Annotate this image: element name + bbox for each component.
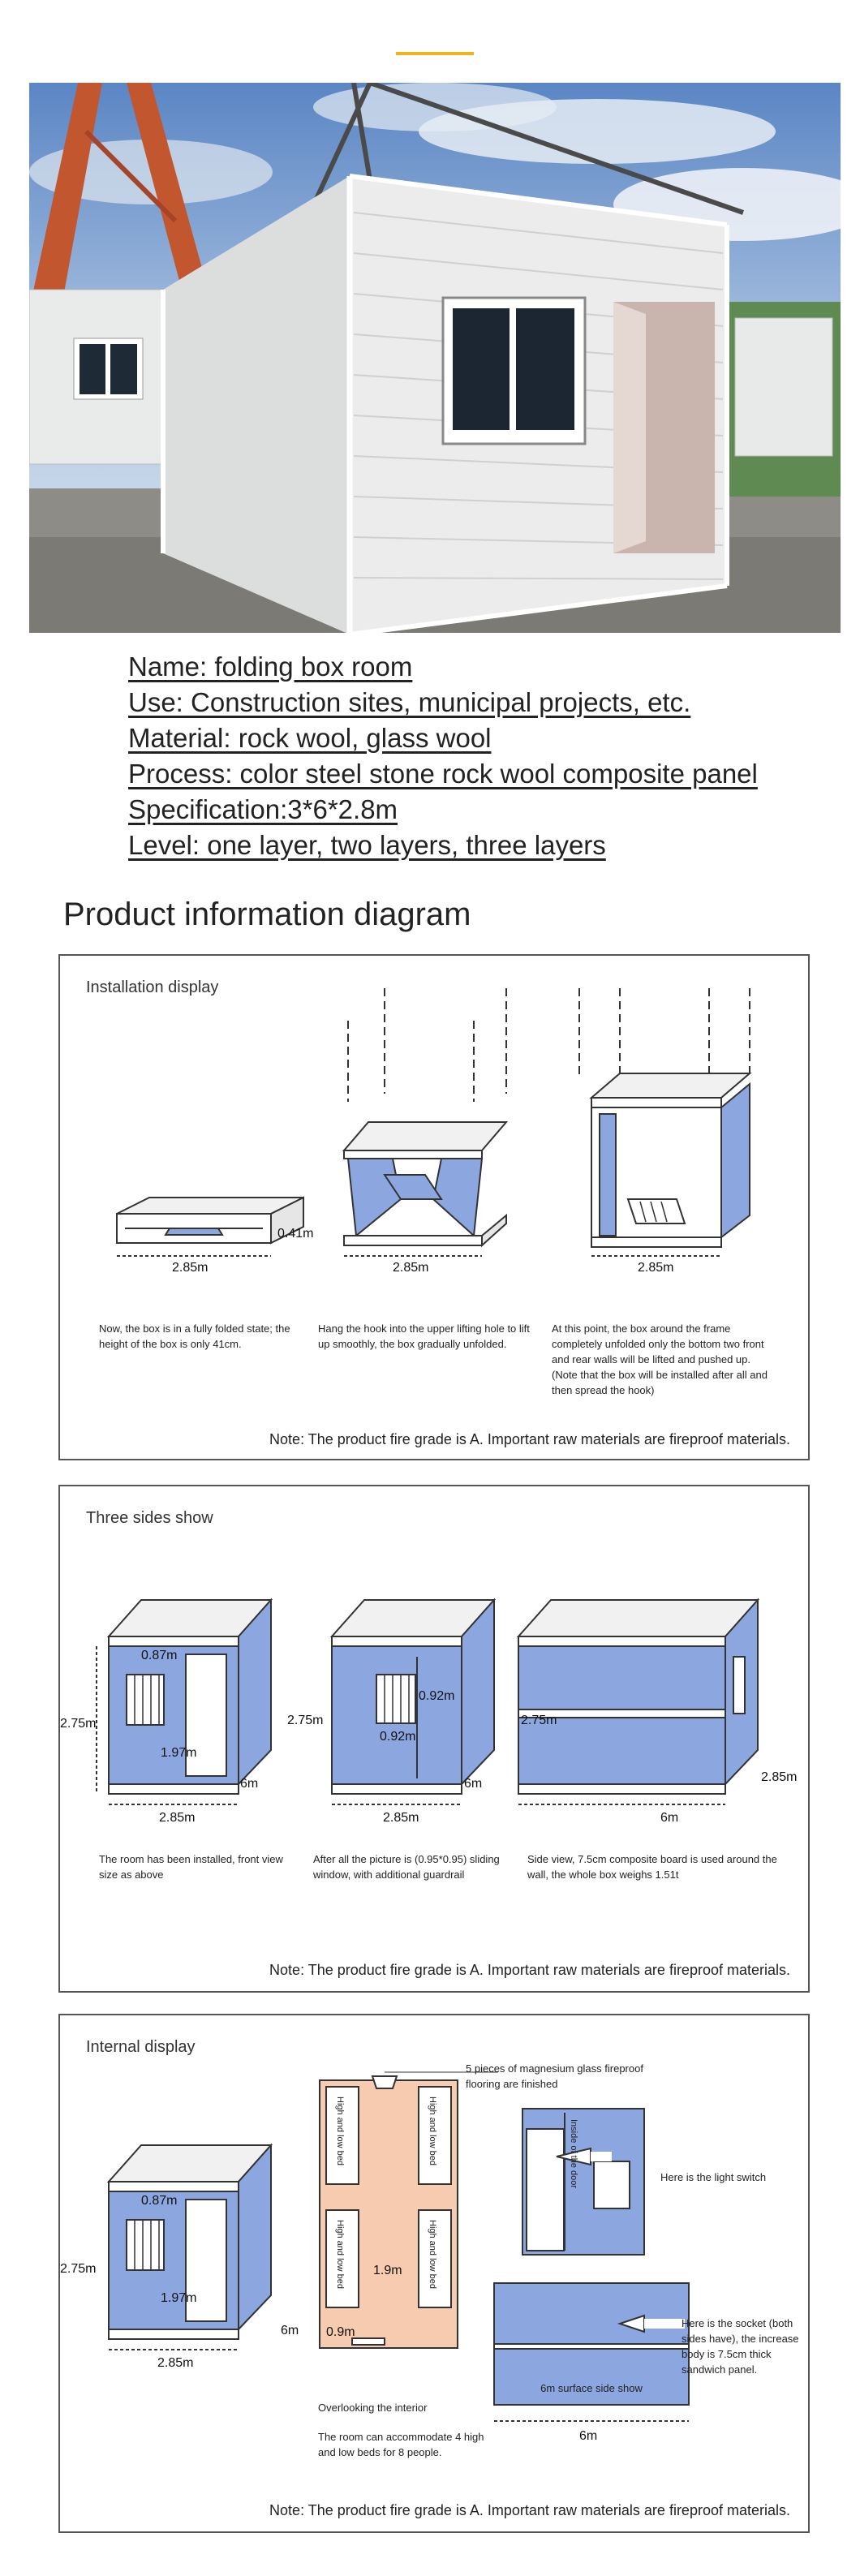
len-dim-1: 2.85m: [172, 1261, 209, 1275]
svg-text:High and low bed: High and low bed: [428, 2096, 437, 2165]
floor-note: 5 pieces of magnesium glass fireproof fl…: [466, 2062, 643, 2090]
width-285-dim-2: 2.85m: [383, 1811, 419, 1825]
spec-list: Name: folding box room Use: Construction…: [128, 649, 758, 863]
accent-divider: [396, 52, 474, 55]
window-092-dim-1: 0.92m: [419, 1689, 455, 1703]
diagram-heading: Product information diagram: [63, 897, 471, 932]
int-width-087-dim: 0.87m: [141, 2194, 178, 2208]
three-sides-caption-1: The room has been installed, front view …: [99, 1853, 283, 1881]
light-switch-label: Here is the light switch: [660, 2171, 767, 2183]
len-dim-3: 2.85m: [638, 1261, 674, 1275]
int-depth-6-dim: 6m: [281, 2324, 299, 2337]
height-197-dim: 1.97m: [161, 1746, 197, 1760]
accommodate-label: The room can accommodate 4 high and low …: [318, 2431, 484, 2458]
spec-material: Material: rock wool, glass wool: [128, 723, 492, 753]
window-092-dim-2: 0.92m: [380, 1730, 416, 1744]
width-285-dim-1: 2.85m: [159, 1811, 196, 1825]
installation-caption-3: At this point, the box around the frame …: [552, 1322, 768, 1396]
int-height-275-dim: 2.75m: [60, 2262, 97, 2276]
svg-text:High and low bed: High and low bed: [335, 2220, 345, 2289]
fire-grade-note-2: Note: The product fire grade is A. Impor…: [269, 1962, 790, 1978]
height-275-dim-1: 2.75m: [60, 1717, 97, 1731]
fire-grade-note-3: Note: The product fire grade is A. Impor…: [269, 2502, 790, 2518]
installation-panel: Installation display: [58, 954, 810, 1460]
spec-specification: Specification:3*6*2.8m: [128, 794, 398, 824]
installation-title: Installation display: [86, 978, 219, 996]
internal-panel: Internal display: [58, 2014, 810, 2533]
plan-19-dim: 1.9m: [373, 2264, 402, 2277]
height-275-dim-3: 2.75m: [521, 1714, 557, 1727]
svg-text:Inside of the door: Inside of the door: [569, 2119, 578, 2188]
three-sides-panel: Three sides show: [58, 1485, 810, 1993]
spec-level: Level: one layer, two layers, three laye…: [128, 830, 606, 860]
width-087-dim: 0.87m: [141, 1649, 178, 1662]
surface-side-label: 6m surface side show: [540, 2382, 643, 2394]
length-6-dim: 6m: [660, 1811, 679, 1825]
svg-text:High and low bed: High and low bed: [335, 2096, 345, 2165]
plan-09-dim: 0.9m: [326, 2325, 355, 2339]
depth-6-dim-2: 6m: [464, 1777, 483, 1791]
product-photo: [29, 83, 841, 633]
height-275-dim-2: 2.75m: [287, 1714, 324, 1727]
internal-title: Internal display: [86, 2038, 196, 2056]
folded-height-dim: 0.41m: [277, 1227, 314, 1241]
width-285-dim-3: 2.85m: [761, 1770, 798, 1784]
installation-caption-2: Hang the hook into the upper lifting hol…: [318, 1322, 530, 1350]
spec-use: Use: Construction sites, municipal proje…: [128, 687, 691, 717]
overlook-label: Overlooking the interior: [318, 2402, 428, 2414]
spec-process: Process: color steel stone rock wool com…: [128, 759, 758, 789]
int-width-285-dim: 2.85m: [157, 2356, 194, 2370]
three-sides-caption-2: After all the picture is (0.95*0.95) sli…: [313, 1853, 500, 1881]
svg-text:High and low bed: High and low bed: [428, 2220, 437, 2289]
surface-6-dim: 6m: [579, 2429, 598, 2443]
three-sides-title: Three sides show: [86, 1509, 213, 1527]
depth-6-dim-1: 6m: [240, 1777, 259, 1791]
int-height-197-dim: 1.97m: [161, 2291, 197, 2305]
socket-label: Here is the socket (both sides have), th…: [682, 2317, 799, 2376]
three-sides-caption-3: Side view, 7.5cm composite board is used…: [527, 1853, 777, 1881]
installation-caption-1: Now, the box is in a fully folded state;…: [99, 1322, 290, 1350]
len-dim-2: 2.85m: [393, 1261, 429, 1275]
spec-name: Name: folding box room: [128, 652, 413, 682]
fire-grade-note-1: Note: The product fire grade is A. Impor…: [269, 1431, 790, 1447]
